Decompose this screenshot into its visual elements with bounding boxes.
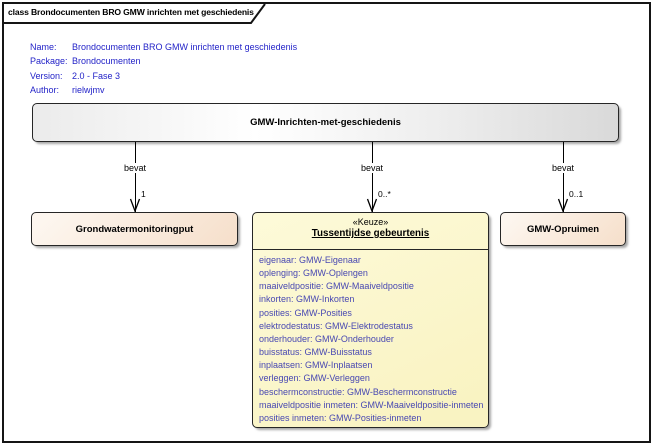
diagram-title: class Brondocumenten BRO GMW inrichten m… <box>8 7 254 17</box>
connector-line <box>134 142 136 212</box>
property-row: Author: rielwjmv <box>30 83 297 97</box>
class-name: Tussentijdse gebeurtenis <box>311 228 430 239</box>
connector-label: bevat <box>549 163 577 173</box>
attribute-item: beschermconstructie: GMW-Beschermconstru… <box>259 386 457 397</box>
diagram-title-tab: class Brondocumenten BRO GMW inrichten m… <box>2 2 274 25</box>
class-box-grondwatermonitoringput[interactable]: Grondwatermonitoringput <box>31 212 238 246</box>
diagram-frame <box>2 2 651 443</box>
attribute-item: onderhouder: GMW-Onderhouder <box>259 333 394 344</box>
property-row: Version: 2.0 - Fase 3 <box>30 69 297 83</box>
open-arrowhead-icon <box>366 198 378 212</box>
attribute-item: posities inmeten: GMW-Posities-inmeten <box>259 412 422 423</box>
attribute-list: eigenaar: GMW-Eigenaar oplenging: GMW-Op… <box>253 250 488 425</box>
attribute-item: inkorten: GMW-Inkorten <box>259 294 355 305</box>
open-arrowhead-icon <box>129 198 141 212</box>
property-value: 2.0 - Fase 3 <box>72 70 121 81</box>
multiplicity-label: 1 <box>141 189 146 199</box>
multiplicity-label: 0..1 <box>569 189 584 199</box>
property-value: Brondocumenten BRO GMW inrichten met ges… <box>72 42 298 52</box>
multiplicity-label: 0..* <box>378 189 391 199</box>
attribute-item: oplenging: GMW-Oplengen <box>259 268 368 279</box>
class-box-gmw-inrichten-met-geschiedenis[interactable]: GMW-Inrichten-met-geschiedenis <box>32 103 619 142</box>
connector-label: bevat <box>358 163 386 173</box>
stereotype-label: «Keuze» <box>352 217 389 227</box>
diagram-properties: Name: Brondocumenten BRO GMW inrichten m… <box>30 40 297 98</box>
class-name: GMW-Inrichten-met-geschiedenis <box>250 117 401 128</box>
connector-line <box>562 142 564 212</box>
property-row: Package: Brondocumenten <box>30 54 297 68</box>
property-row: Name: Brondocumenten BRO GMW inrichten m… <box>30 40 297 54</box>
property-value: rielwjmv <box>72 85 105 96</box>
class-name: GMW-Opruimen <box>526 223 600 235</box>
property-label: Name: <box>30 42 57 52</box>
attribute-item: eigenaar: GMW-Eigenaar <box>259 255 361 265</box>
attribute-item: verleggen: GMW-Verleggen <box>259 373 370 384</box>
class-name: Grondwatermonitoringput <box>75 223 194 235</box>
attribute-item: inplaatsen: GMW-Inplaatsen <box>259 360 373 371</box>
connector-label: bevat <box>121 163 149 173</box>
class-box-tussentijdse-gebeurtenis[interactable]: «Keuze» Tussentijdse gebeurtenis eigenaa… <box>252 212 489 428</box>
attribute-item: posities: GMW-Posities <box>259 307 352 318</box>
property-label: Package: <box>30 56 68 67</box>
attribute-item: buisstatus: GMW-Buisstatus <box>259 347 372 358</box>
class-box-gmw-opruimen[interactable]: GMW-Opruimen <box>500 212 626 246</box>
class-header: «Keuze» Tussentijdse gebeurtenis <box>253 213 488 250</box>
attribute-item: maaiveldpositie: GMW-Maaiveldpositie <box>259 281 414 292</box>
attribute-item: elektrodestatus: GMW-Elektrodestatus <box>259 320 413 331</box>
connector-line <box>371 142 373 212</box>
property-label: Author: <box>30 85 60 96</box>
tab-outline-icon <box>2 3 266 24</box>
property-label: Version: <box>30 70 63 81</box>
attribute-item: maaiveldpositie inmeten: GMW-Maaiveldpos… <box>259 399 484 410</box>
open-arrowhead-icon <box>557 198 569 212</box>
property-value: Brondocumenten <box>72 56 141 67</box>
